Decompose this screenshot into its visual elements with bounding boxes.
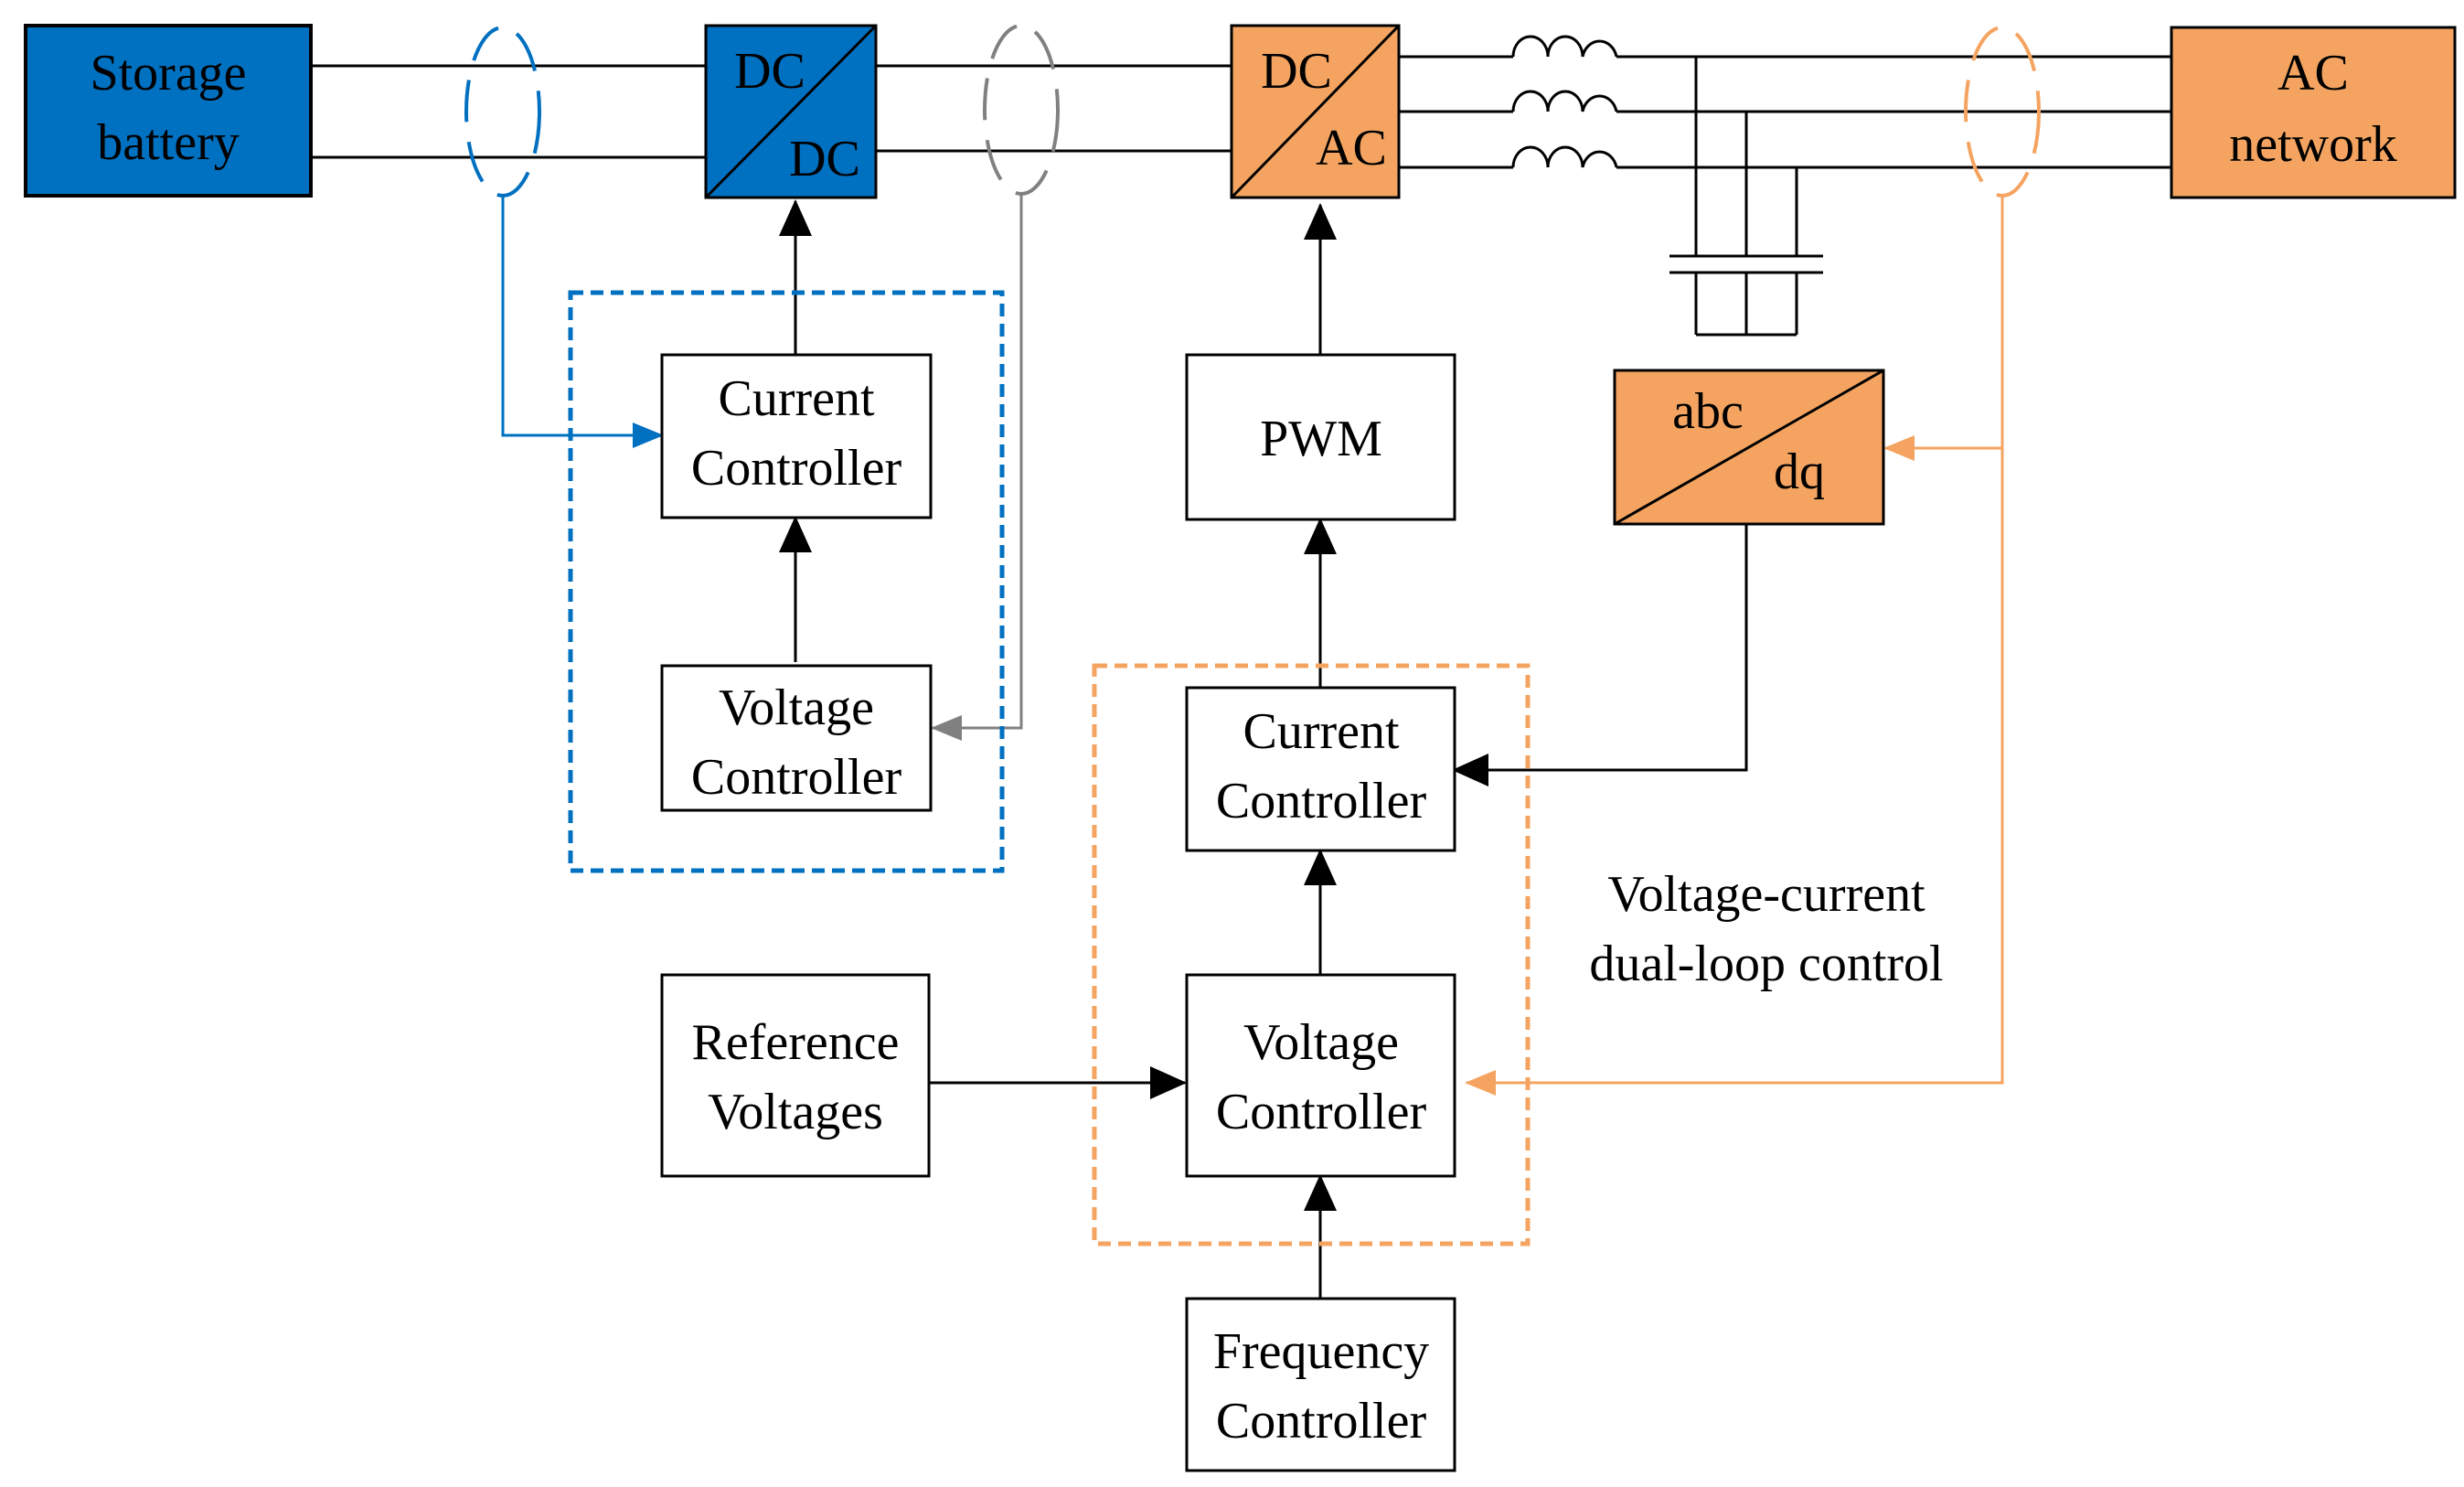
dcac-inverter-block: DC AC <box>1230 24 1401 199</box>
dq-label: dq <box>1774 444 1825 500</box>
dcdc-converter-block: DC DC <box>704 24 878 199</box>
ac-network-line2: network <box>2229 116 2397 173</box>
reference-voltages-block: Reference Voltages <box>660 973 931 1178</box>
orange-feedback-line-voltage <box>1465 448 2004 1096</box>
dc-voltage-controller-line2: Controller <box>691 749 902 806</box>
ac-current-controller-line2: Controller <box>1216 773 1427 829</box>
orange-feedback-line-dq <box>1883 196 2004 461</box>
storage-battery-line2: battery <box>97 114 239 171</box>
abc-dq-transform-block: abc dq <box>1613 369 1885 526</box>
dual-loop-annotation-line1: Voltage-current <box>1607 866 1925 923</box>
frequency-controller-line2: Controller <box>1216 1393 1427 1450</box>
ac-current-controller-block: Current Controller <box>1185 686 1456 852</box>
pwm-block: PWM <box>1185 353 1456 521</box>
ac-current-controller-line1: Current <box>1243 703 1400 760</box>
inductor-symbols <box>1511 35 1618 168</box>
dc-current-controller-line2: Controller <box>691 440 902 497</box>
dual-loop-annotation-line2: dual-loop control <box>1589 936 1943 992</box>
ac-control-region <box>1092 663 1531 1246</box>
dc-voltage-controller-line1: Voltage <box>719 679 874 736</box>
abc-label: abc <box>1672 383 1744 440</box>
dcdc-top-label: DC <box>734 43 805 100</box>
dc-control-region <box>568 290 1005 873</box>
ac-network-block: AC network <box>2170 26 2457 199</box>
ac-voltage-controller-line2: Controller <box>1216 1084 1427 1140</box>
dc-current-controller-block: Current Controller <box>660 353 933 519</box>
storage-battery-block: Storage battery <box>24 24 313 198</box>
gray-feedback-line <box>931 194 1023 741</box>
frequency-controller-line1: Frequency <box>1213 1323 1429 1380</box>
reference-voltages-line2: Voltages <box>708 1084 883 1140</box>
pwm-label: PWM <box>1260 411 1382 467</box>
dcac-bottom-label: AC <box>1316 120 1387 177</box>
dc-voltage-controller-block: Voltage Controller <box>660 664 933 812</box>
dc-current-controller-line1: Current <box>718 370 875 427</box>
reference-voltages-line1: Reference <box>692 1014 900 1071</box>
sensor-loop-blue <box>464 26 541 198</box>
dcac-top-label: DC <box>1261 43 1332 100</box>
control-arrows <box>779 199 1748 1299</box>
capacitor-bank <box>1669 57 1823 337</box>
ac-voltage-controller-block: Voltage Controller <box>1185 973 1456 1178</box>
blue-feedback-line <box>501 196 664 448</box>
ac-voltage-controller-line1: Voltage <box>1243 1014 1399 1071</box>
sensor-loop-gray <box>983 24 1060 196</box>
ac-network-line1: AC <box>2277 45 2349 102</box>
storage-battery-line1: Storage <box>90 45 246 102</box>
frequency-controller-block: Frequency Controller <box>1185 1297 1456 1472</box>
dcdc-bottom-label: DC <box>789 131 860 187</box>
